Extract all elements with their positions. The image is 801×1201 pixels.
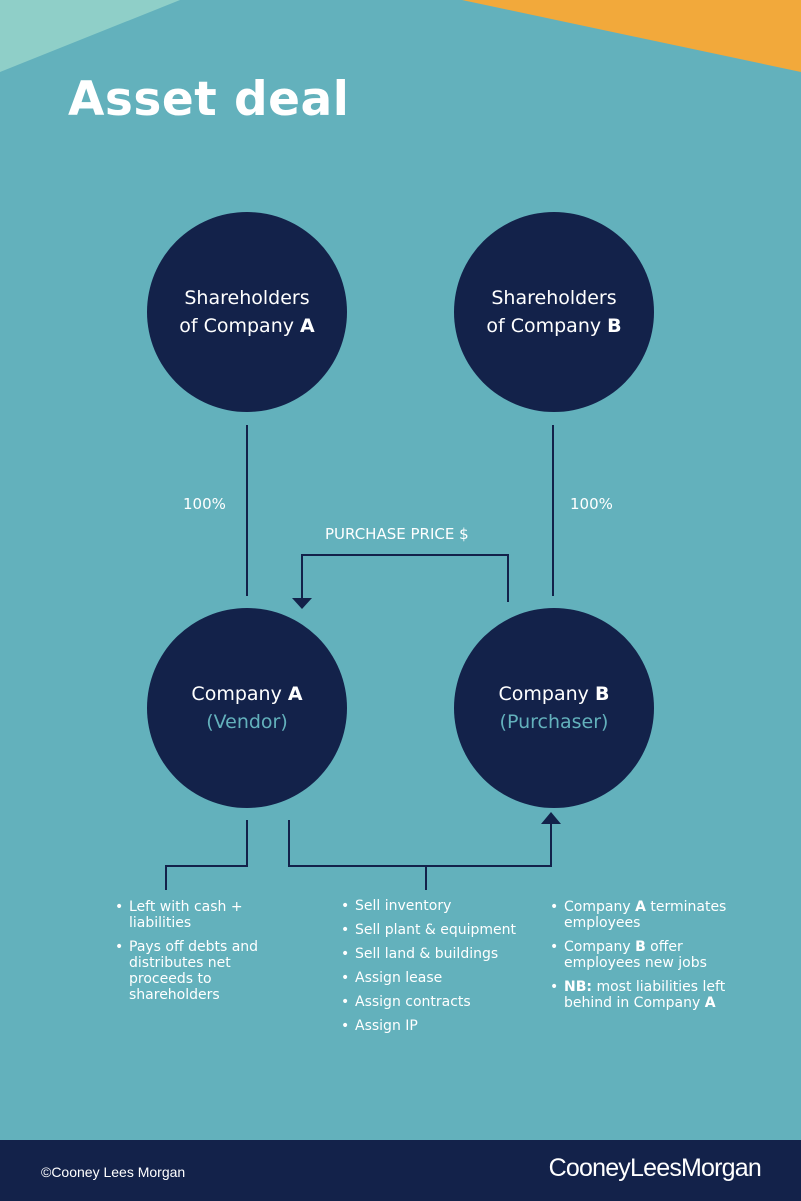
asset-transfer-arrowhead <box>541 812 561 824</box>
list-item: Left with cash + liabilities <box>115 899 265 931</box>
list-item: Sell inventory <box>341 898 541 914</box>
list-item: Sell land & buildings <box>341 946 541 962</box>
purchase-price-arrowhead <box>292 598 312 609</box>
employee-outcome-list: Company A terminates employees Company B… <box>550 899 750 1019</box>
ownership-label-b: 100% <box>570 495 613 513</box>
list-item: Assign contracts <box>341 994 541 1010</box>
connector-lines <box>165 425 561 890</box>
page-title: Asset deal <box>68 72 350 127</box>
node-label-line1: Shareholders <box>184 287 310 309</box>
company-b-node: Company B (Purchaser) <box>454 608 654 808</box>
list-item: Company A terminates employees <box>550 899 750 931</box>
node-label-line2: of Company B <box>486 315 622 337</box>
company-a-node: Company A (Vendor) <box>147 608 347 808</box>
list-item: Assign IP <box>341 1018 541 1034</box>
list-item: NB: most liabilities left behind in Comp… <box>550 979 750 1011</box>
node-label-line1: Company B <box>498 683 610 705</box>
shareholders-a-node: Shareholders of Company A <box>147 212 347 412</box>
asset-transfer-arrow-line <box>288 820 552 867</box>
purchase-price-arrow-line <box>301 554 509 602</box>
list-item: Sell plant & equipment <box>341 922 541 938</box>
node-label-line1: Company A <box>191 683 303 705</box>
brand-logo: CooneyLeesMorgan <box>548 1154 762 1182</box>
orange-corner-shape <box>462 0 801 72</box>
shareholders-b-node: Shareholders of Company B <box>454 212 654 412</box>
node-label-line1: Shareholders <box>491 287 617 309</box>
node-label-line2: of Company A <box>179 315 315 337</box>
list-item: Pays off debts and distributes net proce… <box>115 939 265 1003</box>
vendor-outcome-line <box>165 820 248 890</box>
footer-bar: ©Cooney Lees Morgan CooneyLeesMorgan <box>0 1140 801 1201</box>
list-item: Company B offer employees new jobs <box>550 939 750 971</box>
purchase-price-label: PURCHASE PRICE $ <box>325 525 469 543</box>
decorative-corner-shapes <box>0 0 801 72</box>
copyright-text: ©Cooney Lees Morgan <box>41 1164 186 1180</box>
node-role-label: (Purchaser) <box>499 711 609 733</box>
ownership-label-a: 100% <box>183 495 226 513</box>
asset-transfer-list: Sell inventory Sell plant & equipment Se… <box>341 898 541 1042</box>
list-item: Assign lease <box>341 970 541 986</box>
node-role-label: (Vendor) <box>206 711 288 733</box>
vendor-outcome-list: Left with cash + liabilities Pays off de… <box>115 899 265 1011</box>
mint-corner-shape <box>0 0 180 72</box>
